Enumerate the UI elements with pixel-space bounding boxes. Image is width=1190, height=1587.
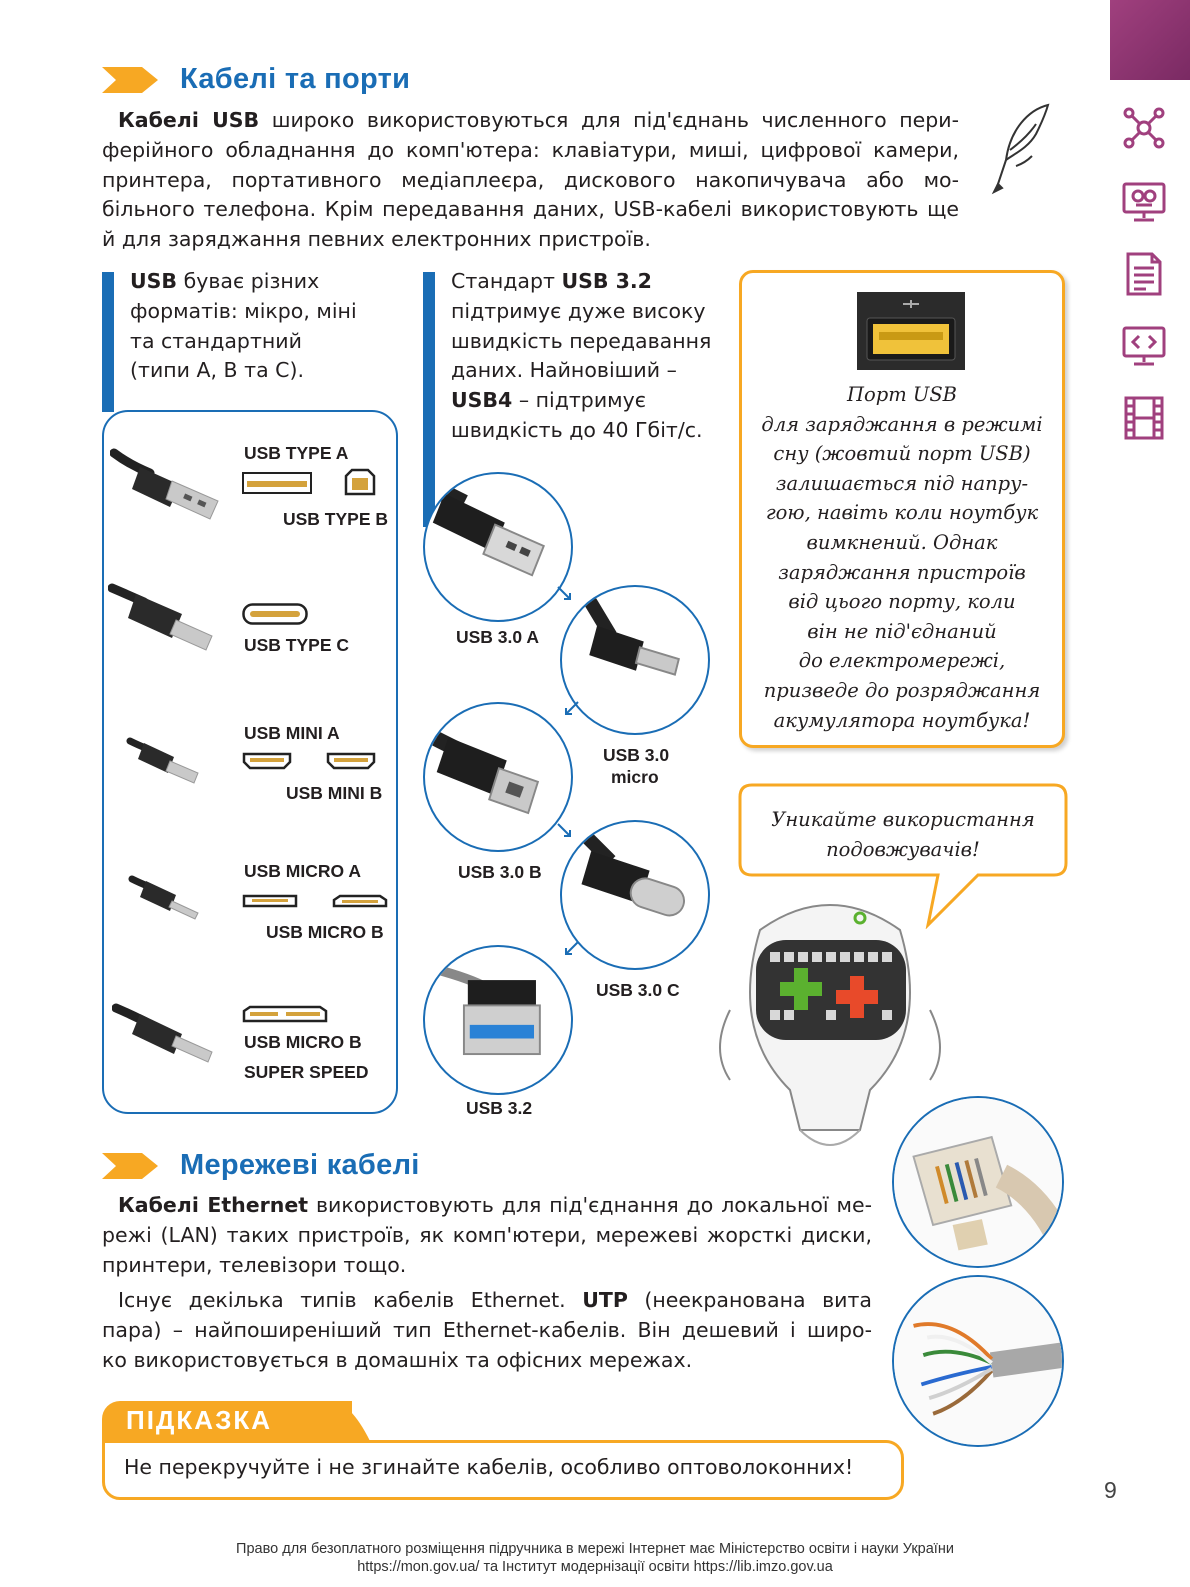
utp-line: пара) – найпоширеніший тип Ethernet-кабе… <box>102 1317 872 1342</box>
utp-cable-circle <box>892 1275 1064 1447</box>
utp-paragraph: Існує декілька типів кабелів Ethernet. U… <box>102 1286 872 1375</box>
arrow-icon <box>565 701 579 715</box>
label-usb-mini-b: USB MINI B <box>286 783 383 803</box>
tip-text: Не перекручуйте і не згинайте кабелів, о… <box>124 1455 854 1479</box>
ethernet-paragraph: Кабелі Ethernet використовують для під'є… <box>102 1191 872 1280</box>
section-title-cables-ports: Кабелі та порти <box>180 63 411 95</box>
network-icon[interactable] <box>1120 104 1168 152</box>
intro-line: принтера, портативного медіаплеєра, диск… <box>102 167 959 192</box>
ethernet-line: режі (LAN) таких пристроїв, як комп'ютер… <box>102 1222 872 1247</box>
arrow-icon <box>565 941 579 955</box>
usb-type-c-cable-icon <box>108 583 213 651</box>
port-type-a-icon <box>242 472 312 494</box>
intro-line: й для заряджання певних електронних прис… <box>102 227 651 252</box>
tip-title: ПІДКАЗКА <box>126 1405 273 1435</box>
intro-paragraph: Кабелі USB широко використовуються для п… <box>102 106 959 255</box>
bubble-text: Уникайте використання подовжувачів! <box>771 808 1035 861</box>
port-type-c-icon <box>242 603 308 625</box>
label-usb-micro-b-ss-1: USB MICRO B <box>244 1032 362 1052</box>
arrow-icon <box>557 823 571 837</box>
document-icon[interactable] <box>1120 250 1168 298</box>
formats-text: USB буває різних форматів: мікро, міні т… <box>130 269 357 383</box>
label-usb-type-b: USB TYPE B <box>283 509 389 529</box>
usb-mini-cable-icon <box>126 737 199 784</box>
ethernet-line: Кабелі Ethernet використовують для під'є… <box>118 1193 872 1217</box>
usb-port-photo-icon <box>857 292 965 370</box>
heading-marker-icon <box>102 67 158 93</box>
label-usb30c: USB 3.0 C <box>596 980 680 1000</box>
port-type-b-icon <box>344 468 376 496</box>
usb-micro-cable-icon <box>128 875 199 920</box>
usb-formats-panel <box>102 410 398 1114</box>
footer-line-1: Право для безоплатного розміщення підруч… <box>236 1541 954 1557</box>
port-mini-b-icon <box>326 752 376 770</box>
ethernet-line: принтери, телевізори тощо. <box>102 1252 407 1277</box>
intro-line: більного телефона. Крім передавання дани… <box>102 197 959 222</box>
tip-tab-corner <box>330 1401 370 1441</box>
speech-bubble <box>738 783 1068 929</box>
label-usb30b: USB 3.0 B <box>458 862 542 882</box>
label-usb32: USB 3.2 <box>466 1098 533 1118</box>
usb30micro-circle <box>560 585 710 735</box>
port-mini-a-icon <box>242 752 292 770</box>
usb30b-circle <box>423 702 573 852</box>
label-usb-mini-a: USB MINI A <box>244 723 340 743</box>
label-usb30micro-1: USB 3.0 <box>603 745 670 765</box>
label-usb-type-a: USB TYPE A <box>244 443 349 463</box>
label-usb30a: USB 3.0 A <box>456 627 539 647</box>
page-number: 9 <box>1104 1477 1117 1503</box>
label-usb-micro-b-ss-2: SUPER SPEED <box>244 1062 369 1082</box>
port-micro-b-superspeed-icon <box>242 1005 328 1023</box>
side-tab <box>1110 0 1190 80</box>
usb30c-circle <box>560 820 710 970</box>
robot-mascot-icon <box>719 904 941 1146</box>
tip-tab <box>102 1401 352 1441</box>
port-micro-b-icon <box>332 894 388 908</box>
utp-line: ко використовується в домашніх та офісни… <box>102 1347 693 1372</box>
utp-line: Існує декілька типів кабелів Ethernet. U… <box>118 1288 872 1312</box>
usb-micro-b-superspeed-cable-icon <box>112 1003 213 1063</box>
label-usb-type-c: USB TYPE C <box>244 635 350 655</box>
section-title-network-cables: Мережеві кабелі <box>180 1149 420 1181</box>
rj45-connector-circle <box>892 1096 1064 1268</box>
quill-icon <box>988 100 1058 200</box>
column-bar <box>102 272 114 412</box>
standard-text: Стандарт USB 3.2 підтримує дуже високу ш… <box>451 269 712 442</box>
port-micro-a-icon <box>242 894 298 908</box>
monitor-face-icon[interactable] <box>1120 178 1168 226</box>
footer-line-2: https://mon.gov.ua/ та Інститут модерніз… <box>357 1559 833 1575</box>
intro-line: Кабелі USB широко використовуються для п… <box>118 108 959 132</box>
film-icon[interactable] <box>1120 394 1168 442</box>
label-usb30micro-2: micro <box>611 767 659 787</box>
label-usb-micro-b: USB MICRO B <box>266 922 384 942</box>
intro-line: ферійного обладнання до комп'ютера: клав… <box>102 137 959 162</box>
column-bar <box>423 272 435 527</box>
usb30a-circle <box>423 472 573 622</box>
usb-type-a-cable-icon <box>110 448 219 520</box>
arrow-icon <box>557 586 571 600</box>
info-box-text: Порт USB для заряджання в режимі сну (жо… <box>761 383 1043 732</box>
tip-box <box>102 1440 904 1500</box>
code-monitor-icon[interactable] <box>1120 322 1168 370</box>
heading-marker-icon <box>102 1153 158 1179</box>
label-usb-micro-a: USB MICRO A <box>244 861 361 881</box>
usb32-circle <box>423 945 573 1095</box>
